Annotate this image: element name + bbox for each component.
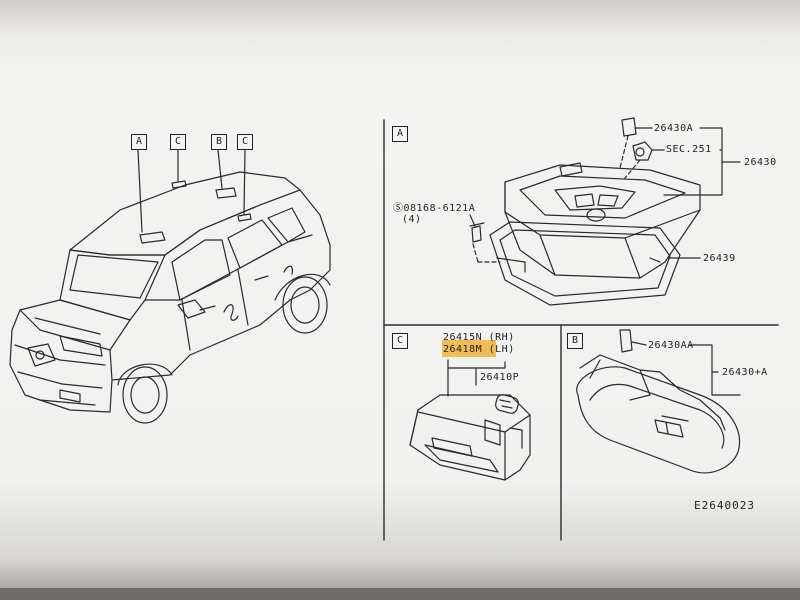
part-label-lh: 26418M (LH)	[443, 344, 515, 355]
part-label-26430plus: 26430+A	[722, 367, 768, 378]
part-label-26439: 26439	[703, 253, 736, 264]
part-label-26410p: 26410P	[480, 372, 520, 383]
part-label-rh: 26415N (RH)	[443, 332, 515, 343]
view-tag-c: C	[237, 134, 253, 150]
view-tag-a: A	[131, 134, 147, 150]
monitor-bezel	[0, 588, 800, 600]
diagram-code: E2640023	[694, 499, 755, 512]
part-label-26430aa: 26430AA	[648, 340, 694, 351]
vehicle-illustration	[9, 149, 331, 424]
panel-b-drawing	[576, 329, 741, 474]
panel-b-tag: B	[567, 333, 583, 349]
part-label-26430a: 26430A	[654, 123, 694, 134]
part-label-bolt-qty: (4)	[402, 214, 422, 225]
view-tag-b: B	[211, 134, 227, 150]
panel-a-tag: A	[392, 126, 408, 142]
part-label-bolt: Ⓢ08168-6121A	[393, 203, 476, 214]
lh-part-highlight	[442, 340, 496, 357]
part-label-sec251: SEC.251	[666, 144, 712, 155]
part-label-26430: 26430	[744, 157, 777, 168]
panel-a-drawing	[469, 117, 741, 306]
panel-c-drawing	[409, 359, 531, 481]
panel-c-tag: C	[392, 333, 408, 349]
view-tag-c: C	[170, 134, 186, 150]
